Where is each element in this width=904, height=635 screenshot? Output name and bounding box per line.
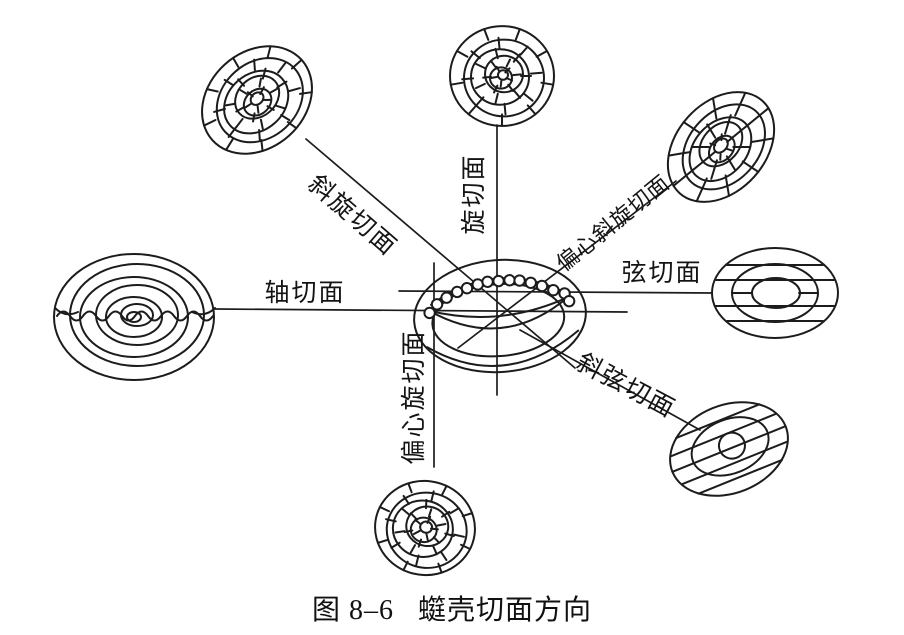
figure-number: 图 8–6: [311, 595, 394, 626]
spiral-section-figure: [449, 25, 555, 127]
oblique-chord-section-figure: [669, 401, 789, 497]
eccentric-spiral-section-figure: [374, 479, 476, 577]
label-spiral-section: 旋切面: [461, 153, 488, 235]
figure-caption: 图 8–6 䗴壳切面方向: [312, 588, 592, 628]
chord-section-figure: [711, 247, 839, 339]
oblique-spiral-section-figure: [201, 45, 313, 155]
label-eccentric-spiral-section: 偏心旋切面: [401, 329, 428, 465]
figure-title: 䗴壳切面方向: [418, 595, 593, 626]
label-axial-section: 轴切面: [264, 280, 346, 307]
label-chord-section: 弦切面: [621, 260, 703, 287]
axial-section-figure: [53, 253, 216, 381]
eccentric-oblique-spiral-section-figure: [666, 91, 776, 203]
fusulinid-shell-figure: [413, 258, 587, 374]
